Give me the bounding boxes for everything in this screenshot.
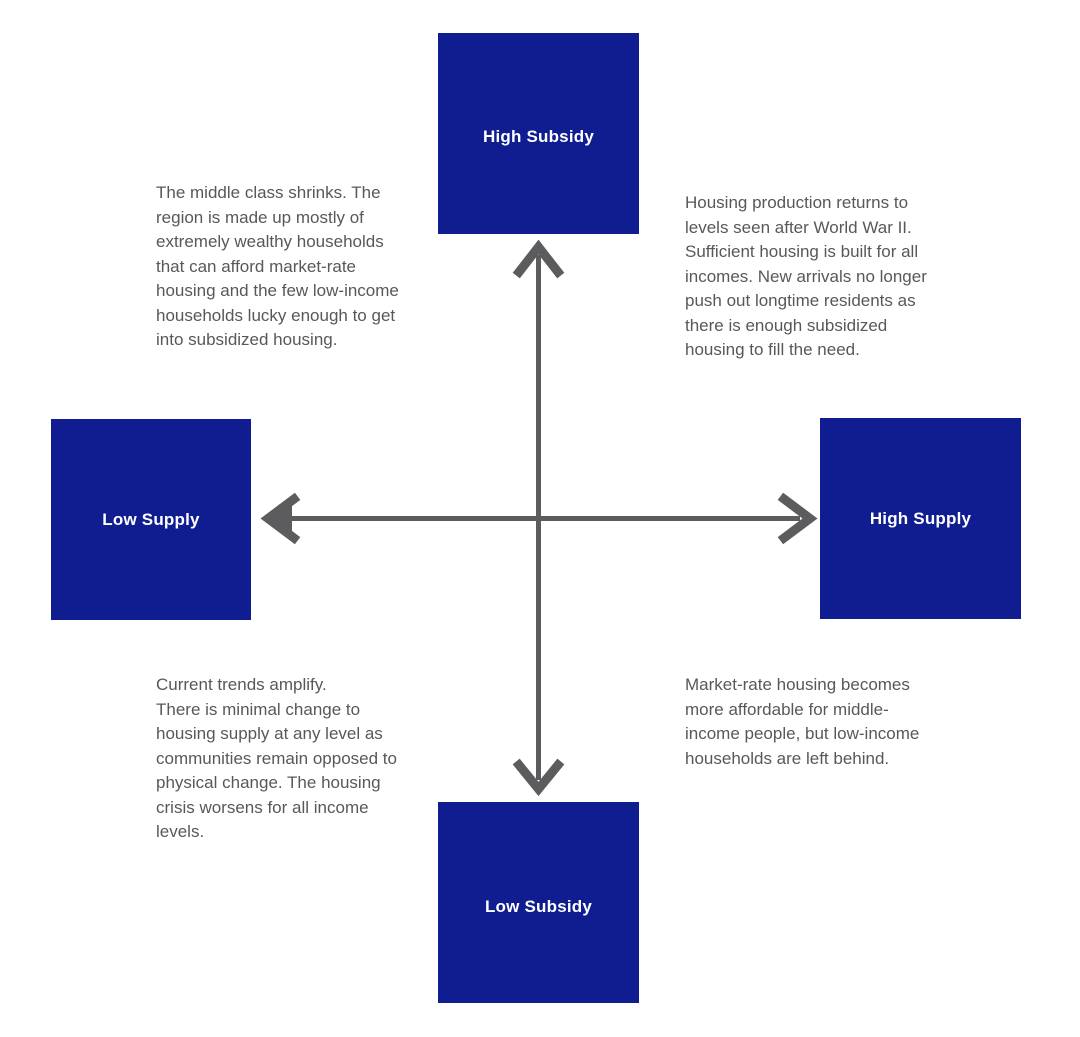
axis-label-box-high-supply: High Supply [820,418,1021,619]
axis-label-box-low-supply: Low Supply [51,419,251,620]
quadrant-text-top-right: Housing production returns to levels see… [685,193,927,359]
quadrant-text-bottom-left: Current trends amplify. There is minimal… [156,675,397,841]
axis-label-low-supply: Low Supply [102,510,200,529]
arrow-left-chevron-icon [260,492,301,545]
axis-label-low-subsidy: Low Subsidy [484,897,593,916]
quadrant-text-top-left: The middle class shrinks. The region is … [156,183,399,349]
axis-label-box-low-subsidy: Low Subsidy [438,802,639,1003]
axis-label-high-subsidy: High Subsidy [482,127,595,146]
quadrant-text-bottom-right: Market-rate housing becomes more afforda… [685,675,920,768]
arrow-left-icon [265,500,292,537]
axis-label-box-high-subsidy: High Subsidy [438,33,639,234]
arrow-down-chevron-icon [512,758,565,797]
arrow-up-chevron-icon [512,239,565,279]
axis-label-high-supply: High Supply [869,509,972,528]
arrow-right-chevron-icon [777,492,818,545]
